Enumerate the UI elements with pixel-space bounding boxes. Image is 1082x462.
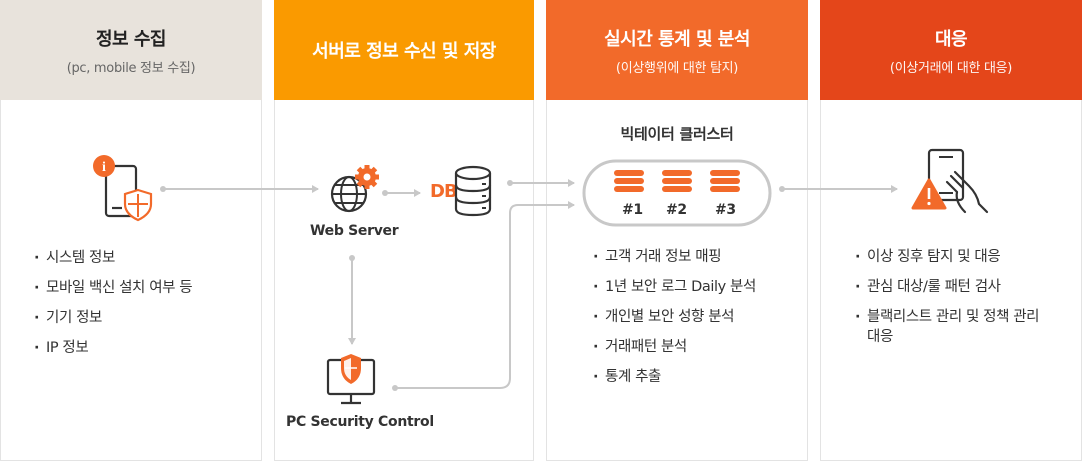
list-item: 기기 정보 — [34, 308, 192, 328]
column-subtitle: (pc, mobile 정보 수집) — [66, 60, 196, 76]
list-item: 고객 거래 정보 매핑 — [593, 247, 756, 267]
server-stack-2 — [662, 170, 692, 192]
cluster-node-label: #3 — [715, 202, 736, 218]
db-label: DB — [430, 181, 458, 202]
column-title: 서버로 정보 수신 및 저장 — [312, 41, 496, 62]
column-subtitle: (이상행위에 대한 탐지) — [615, 60, 739, 76]
globe-gear-icon — [330, 165, 379, 213]
column-header: 서버로 정보 수신 및 저장 — [274, 0, 534, 100]
column-info-collection: 정보 수집 (pc, mobile 정보 수집) 시스템 정보 모바일 백신 설… — [0, 0, 262, 461]
column-server-storage: 서버로 정보 수신 및 저장 — [274, 0, 534, 461]
mobile-info-shield-icon: i — [93, 155, 153, 222]
list-item: 이상 징후 탐지 및 대응 — [855, 247, 1055, 267]
cluster-title: 빅테이터 클러스터 — [620, 125, 734, 143]
pc-security-label: PC Security Control — [286, 414, 434, 430]
column-subtitle: (이상거래에 대한 대응) — [889, 60, 1013, 76]
list-item: IP 정보 — [34, 338, 192, 358]
column-header: 대응 (이상거래에 대한 대응) — [820, 0, 1082, 100]
list-item: 1년 보안 로그 Daily 분석 — [593, 277, 756, 297]
cluster-node-label: #2 — [666, 202, 687, 218]
column-realtime-analysis: 실시간 통계 및 분석 (이상행위에 대한 탐지) 빅테이터 클러스터 고객 거… — [546, 0, 808, 461]
column-header: 정보 수집 (pc, mobile 정보 수집) — [0, 0, 262, 100]
server-stack-icon — [614, 170, 740, 192]
list-item: 관심 대상/룰 패턴 검사 — [855, 277, 1055, 297]
web-server-label: Web Server — [310, 223, 399, 239]
column-header: 실시간 통계 및 분석 (이상행위에 대한 탐지) — [546, 0, 808, 100]
server-stack-1 — [614, 170, 644, 192]
arrow-pc-to-cluster — [395, 201, 575, 389]
column-title: 대응 — [934, 28, 968, 50]
column-title: 정보 수집 — [95, 28, 167, 50]
phone-warning-hand-icon — [911, 148, 989, 214]
list-item: 블랙리스트 관리 및 정책 관리 대응 — [855, 307, 1055, 347]
list-item: 시스템 정보 — [34, 248, 192, 268]
list-item: 모바일 백신 설치 여부 등 — [34, 278, 193, 298]
database-icon — [454, 165, 492, 217]
analysis-list: 고객 거래 정보 매핑 1년 보안 로그 Daily 분석 개인별 보안 성향 … — [593, 247, 756, 397]
svg-text:i: i — [102, 160, 106, 175]
monitor-shield-icon — [326, 354, 376, 405]
list-item: 개인별 보안 성향 분석 — [593, 307, 756, 327]
list-item: 통계 추출 — [593, 367, 756, 387]
cluster-pill — [582, 159, 772, 227]
response-list: 이상 징후 탐지 및 대응 관심 대상/룰 패턴 검사 블랙리스트 관리 및 정… — [855, 247, 1055, 357]
info-list: 시스템 정보 모바일 백신 설치 여부 등 기기 정보 IP 정보 — [34, 248, 193, 368]
column-title: 실시간 통계 및 분석 — [604, 28, 750, 50]
server-stack-3 — [710, 170, 740, 192]
cluster-node-label: #1 — [622, 202, 643, 218]
list-item: 거래패턴 분석 — [593, 337, 756, 357]
column-response: 대응 (이상거래에 대한 대응) 이상 징후 탐지 및 대응 관심 대상/룰 패… — [820, 0, 1082, 461]
